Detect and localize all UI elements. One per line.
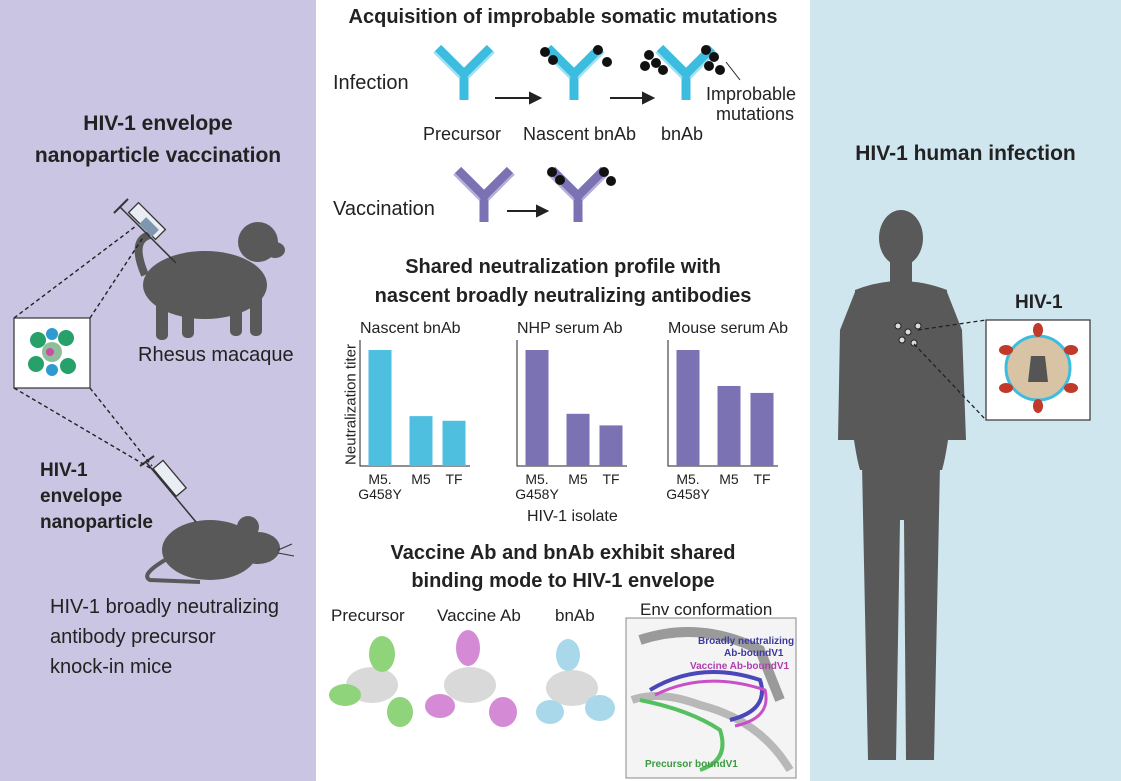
improbable-line2: mutations	[716, 104, 795, 124]
vaccination-label: Vaccination	[333, 198, 435, 220]
chart-bar	[409, 416, 433, 466]
chart-tick-label: M5. G458Y	[666, 471, 710, 502]
chart-tick-label: M5	[568, 471, 588, 487]
env-legend-vac: Vaccine Ab-boundV1	[690, 661, 790, 672]
virus-label: HIV-1	[1015, 292, 1063, 313]
chart-bar	[717, 385, 741, 466]
chart-title: NHP serum Ab	[517, 320, 623, 337]
chart-bar	[525, 350, 549, 466]
chart-title: Nascent bnAb	[360, 320, 461, 337]
infection-nascent-ab	[540, 45, 612, 100]
left-title-line1: HIV-1 envelope	[83, 112, 233, 135]
section2-title-line2: nascent broadly neutralizing antibodies	[374, 285, 752, 307]
env-legend-bn-line2: Ab-boundV1	[724, 648, 784, 659]
chart-tick-label: TF	[753, 471, 771, 487]
np-label-line1: HIV-1	[40, 460, 88, 481]
chart-bar	[442, 420, 466, 466]
mice-line1: HIV-1 broadly neutralizing	[50, 596, 280, 618]
syringe-mouse-icon	[139, 455, 197, 523]
chart-bar	[566, 413, 590, 466]
left-title-line2: nanoparticle vaccination	[34, 144, 282, 167]
chart-axis	[516, 340, 627, 467]
chart-axis	[667, 340, 778, 467]
np-label-line3: nanoparticle	[40, 512, 153, 533]
bnab-label: bnAb	[661, 124, 704, 144]
human-silhouette	[838, 210, 966, 760]
y-axis-label: Neutralization titer	[342, 344, 360, 465]
infection-bnab-ab	[640, 45, 741, 100]
np-label-line2: envelope	[40, 486, 123, 507]
vaccination-precursor-ab	[454, 170, 514, 222]
chart-bar	[368, 350, 392, 466]
chart-tick-label: M5	[719, 471, 739, 487]
infection-precursor-ab	[434, 48, 494, 100]
struct-vaccine-label: Vaccine Ab	[437, 606, 521, 625]
env-legend-pre: Precursor boundV1	[645, 759, 738, 770]
struct-precursor-label: Precursor	[331, 606, 405, 625]
macaque-silhouette	[134, 222, 285, 340]
chart-title: Mouse serum Ab	[668, 320, 789, 337]
mice-line3: knock-in mice	[50, 656, 173, 678]
section2-title-line1: Shared neutralization profile with	[405, 256, 721, 278]
virus-particles	[894, 322, 922, 347]
neutralization-charts	[359, 340, 778, 467]
syringe-macaque-icon	[113, 198, 177, 264]
chart-bar	[676, 350, 700, 466]
vaccination-mutated-ab	[547, 167, 616, 222]
mice-line2: antibody precursor	[50, 626, 216, 648]
improbable-line1: Improbable	[706, 84, 797, 104]
vaccine-ab-structure	[425, 630, 517, 727]
mouse-silhouette	[145, 516, 295, 584]
section1-title: Acquisition of improbable somatic mutati…	[348, 6, 778, 28]
zoom-lines	[13, 225, 153, 469]
chart-bar	[599, 425, 623, 466]
infection-label: Infection	[333, 72, 409, 94]
precursor-label: Precursor	[423, 124, 502, 144]
x-axis-label: HIV-1 isolate	[527, 508, 618, 525]
chart-tick-label: M5. G458Y	[358, 471, 402, 502]
section3-title-line1: Vaccine Ab and bnAb exhibit shared	[390, 542, 736, 564]
nascent-label: Nascent bnAb	[523, 124, 637, 144]
env-conformation-inset	[625, 617, 797, 779]
env-legend-bn-line1: Broadly neutralizing	[698, 636, 795, 647]
hiv-virion-icon	[999, 323, 1078, 413]
right-title: HIV-1 human infection	[855, 142, 1076, 165]
chart-tick-label: M5	[411, 471, 431, 487]
chart-axis	[359, 340, 470, 467]
precursor-structure	[329, 636, 413, 727]
vaccination-panel	[0, 0, 316, 781]
virus-zoom-lines	[913, 319, 987, 421]
infection-arrows	[495, 91, 656, 105]
chart-tick-label: TF	[602, 471, 620, 487]
chart-tick-label: TF	[445, 471, 463, 487]
env-conformation-label: Env conformation	[640, 600, 773, 619]
chart-tick-label: M5. G458Y	[515, 471, 559, 502]
vaccination-arrow	[507, 204, 550, 218]
bnab-structure	[536, 639, 615, 724]
macaque-label: Rhesus macaque	[138, 344, 294, 366]
nanoparticle-icon	[28, 328, 76, 376]
section3-title-line2: binding mode to HIV-1 envelope	[411, 570, 715, 592]
struct-bnab-label: bnAb	[555, 606, 595, 625]
chart-bar	[750, 392, 774, 466]
